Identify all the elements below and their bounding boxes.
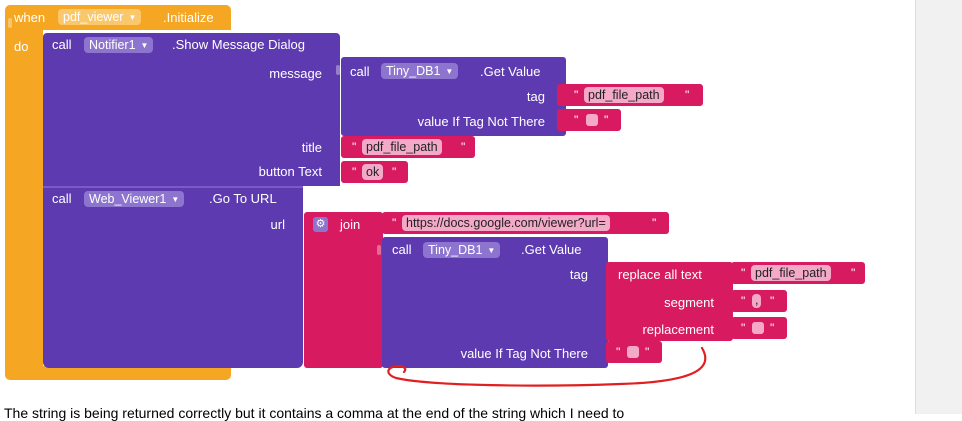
join-block[interactable] bbox=[304, 212, 383, 368]
gear-icon[interactable]: ⚙ bbox=[313, 217, 328, 232]
close-quote: " bbox=[604, 113, 609, 127]
open-quote: " bbox=[616, 345, 621, 359]
notifier-component-label: Notifier1 bbox=[89, 38, 136, 52]
chevron-down-icon: ▼ bbox=[171, 195, 180, 204]
notifier-call-block[interactable] bbox=[43, 33, 340, 186]
chevron-down-icon: ▼ bbox=[140, 41, 149, 50]
db2-component-dropdown[interactable]: Tiny_DB1 ▼ bbox=[423, 242, 501, 258]
open-quote: " bbox=[574, 113, 579, 127]
when-keyword: when bbox=[14, 10, 46, 25]
webviewer-call-keyword: call bbox=[52, 191, 72, 206]
webviewer-call-block[interactable] bbox=[43, 186, 303, 368]
db-getvalue-1-plug bbox=[336, 65, 340, 75]
db-getvalue-block-2[interactable] bbox=[382, 237, 608, 368]
close-quote: " bbox=[685, 88, 690, 102]
webviewer-method-name: .Go To URL bbox=[209, 191, 277, 206]
webviewer-component-dropdown[interactable]: Web_Viewer1 ▼ bbox=[84, 191, 185, 207]
workspace-side-panel bbox=[915, 0, 962, 414]
db2-call-keyword: call bbox=[392, 242, 412, 257]
chevron-down-icon: ▼ bbox=[445, 67, 454, 76]
db1-default-label: value If Tag Not There bbox=[417, 114, 545, 129]
empty-string-icon[interactable] bbox=[627, 346, 639, 358]
db2-method-name: .Get Value bbox=[521, 242, 582, 257]
event-name: .Initialize bbox=[163, 10, 214, 25]
replace-all-text-block[interactable] bbox=[606, 262, 733, 341]
replacement-label: replacement bbox=[642, 322, 714, 337]
event-component-dropdown[interactable]: pdf_viewer ▼ bbox=[58, 9, 142, 25]
close-quote: " bbox=[770, 294, 775, 308]
open-quote: " bbox=[392, 216, 397, 230]
replace-all-text-label: replace all text bbox=[618, 267, 702, 282]
open-quote: " bbox=[741, 266, 746, 280]
segment-label: segment bbox=[664, 295, 714, 310]
join-label: join bbox=[340, 217, 361, 232]
event-block-tab bbox=[8, 18, 12, 28]
close-quote: " bbox=[652, 216, 657, 230]
message-socket-label: message bbox=[269, 66, 322, 81]
db1-method-name: .Get Value bbox=[480, 64, 541, 79]
empty-string-icon[interactable] bbox=[752, 322, 764, 334]
open-quote: " bbox=[352, 140, 357, 154]
title-socket-label: title bbox=[301, 140, 322, 155]
open-quote: " bbox=[741, 321, 746, 335]
open-quote: " bbox=[741, 294, 746, 308]
db1-call-keyword: call bbox=[350, 64, 370, 79]
close-quote: " bbox=[851, 266, 856, 280]
chevron-down-icon: ▼ bbox=[487, 246, 496, 255]
close-quote: " bbox=[461, 140, 466, 154]
do-keyword: do bbox=[14, 39, 29, 54]
open-quote: " bbox=[574, 88, 579, 102]
notifier-component-dropdown[interactable]: Notifier1 ▼ bbox=[84, 37, 154, 53]
url-socket-label: url bbox=[270, 217, 285, 232]
db1-component-label: Tiny_DB1 bbox=[386, 64, 441, 78]
url-prefix-string[interactable]: https://docs.google.com/viewer?url= bbox=[402, 215, 610, 231]
db1-tag-string[interactable]: pdf_file_path bbox=[584, 87, 664, 103]
button-text-socket-label: button Text bbox=[258, 164, 322, 179]
db2-component-label: Tiny_DB1 bbox=[428, 243, 483, 257]
segment-string[interactable]: , bbox=[752, 294, 762, 308]
button-text-string[interactable]: ok bbox=[362, 164, 384, 180]
chevron-down-icon: ▼ bbox=[128, 13, 137, 22]
db2-tag-label: tag bbox=[569, 267, 588, 282]
event-block-bottom bbox=[5, 366, 231, 380]
notifier-call-keyword: call bbox=[52, 37, 72, 52]
db-getvalue-2-plug bbox=[377, 245, 381, 255]
event-component-label: pdf_viewer bbox=[63, 10, 124, 24]
event-block-stem bbox=[5, 28, 43, 370]
close-quote: " bbox=[392, 165, 397, 179]
post-caption: The string is being returned correctly b… bbox=[4, 405, 625, 421]
close-quote: " bbox=[770, 321, 775, 335]
db1-tag-label: tag bbox=[526, 89, 545, 104]
open-quote: " bbox=[352, 165, 357, 179]
db1-component-dropdown[interactable]: Tiny_DB1 ▼ bbox=[381, 63, 459, 79]
empty-string-icon[interactable] bbox=[586, 114, 598, 126]
notifier-method-name: .Show Message Dialog bbox=[172, 37, 305, 52]
webviewer-component-label: Web_Viewer1 bbox=[89, 192, 167, 206]
replace-text-string[interactable]: pdf_file_path bbox=[751, 265, 831, 281]
close-quote: " bbox=[645, 345, 650, 359]
db2-default-label: value If Tag Not There bbox=[460, 346, 588, 361]
title-string[interactable]: pdf_file_path bbox=[362, 139, 442, 155]
